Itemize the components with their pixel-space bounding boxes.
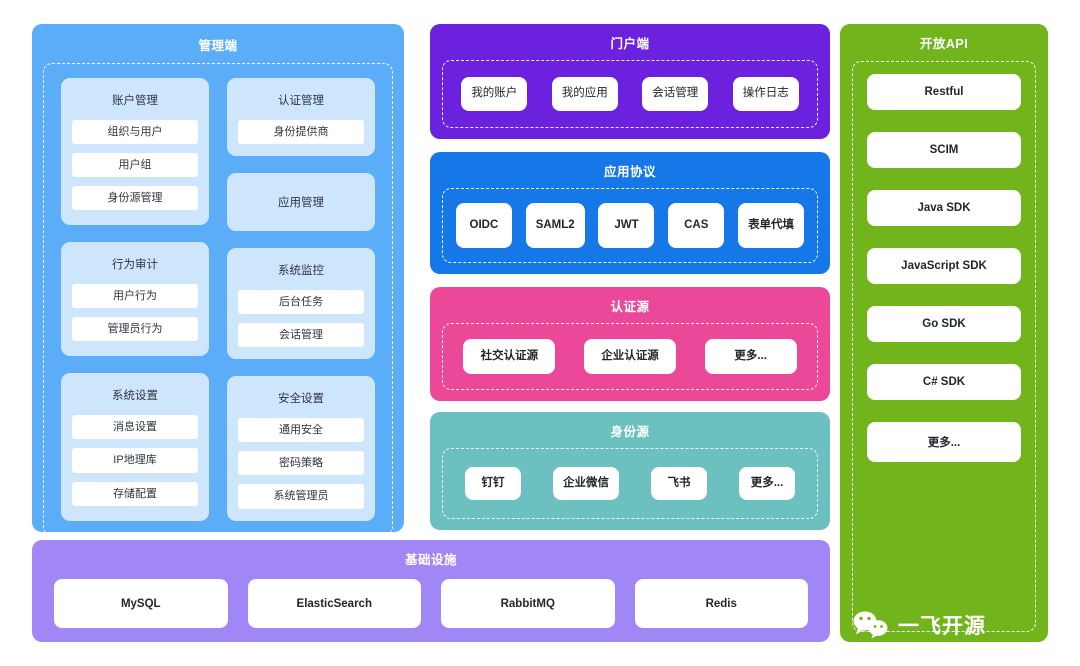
infrastructure-card[interactable]: Redis (634, 579, 808, 628)
leaf-item[interactable]: 身份源管理 (72, 186, 198, 211)
group-title: 账户管理 (112, 95, 158, 107)
identity-source-chip[interactable]: 企业微信 (553, 466, 619, 501)
group-card-app-management[interactable]: 应用管理 (227, 173, 375, 232)
protocol-chip[interactable]: CAS (668, 202, 725, 249)
auth-source-panel: 认证源 社交认证源 企业认证源 更多... (430, 287, 830, 401)
leaf-item[interactable]: 会话管理 (238, 323, 364, 348)
identity-source-chip[interactable]: 更多... (739, 466, 795, 501)
infrastructure-panel-title: 基础设施 (404, 553, 457, 567)
leaf-item[interactable]: 管理员行为 (72, 317, 198, 342)
group-card-system-settings[interactable]: 系统设置 消息设置 IP地理库 存储配置 (61, 373, 209, 521)
leaf-item[interactable]: 用户行为 (72, 284, 198, 309)
protocol-panel-title: 应用协议 (603, 165, 656, 179)
leaf-item[interactable]: 组织与用户 (72, 120, 198, 145)
leaf-item[interactable]: 消息设置 (72, 415, 198, 440)
protocol-chip[interactable]: 表单代填 (738, 202, 805, 249)
group-card-system-monitor[interactable]: 系统监控 后台任务 会话管理 (227, 248, 375, 360)
infrastructure-row: MySQL ElasticSearch RabbitMQ Redis (54, 579, 808, 628)
api-card[interactable]: 更多... (867, 422, 1021, 462)
identity-source-chip[interactable]: 飞书 (651, 466, 707, 501)
protocol-chip[interactable]: OIDC (455, 202, 512, 249)
identity-source-panel-title: 身份源 (610, 425, 650, 439)
group-card-audit[interactable]: 行为审计 用户行为 管理员行为 (61, 242, 209, 357)
auth-source-chip[interactable]: 社交认证源 (463, 338, 556, 375)
api-card[interactable]: SCIM (867, 132, 1021, 168)
api-card[interactable]: JavaScript SDK (867, 248, 1021, 284)
leaf-item[interactable]: 通用安全 (238, 418, 364, 443)
admin-panel-inner: 账户管理 组织与用户 用户组 身份源管理 行为审计 用户行为 管理员行为 系统设… (43, 63, 393, 536)
portal-panel-title: 门户端 (610, 37, 650, 51)
auth-source-chip[interactable]: 企业认证源 (583, 338, 676, 375)
portal-chip[interactable]: 操作日志 (732, 77, 799, 111)
open-api-panel-inner: Restful SCIM Java SDK JavaScript SDK Go … (852, 61, 1036, 632)
identity-source-panel-inner: 钉钉 企业微信 飞书 更多... (442, 448, 818, 519)
group-title: 行为审计 (112, 259, 158, 272)
leaf-item[interactable]: 后台任务 (238, 290, 364, 315)
open-api-panel: 开放API Restful SCIM Java SDK JavaScript S… (840, 24, 1048, 642)
leaf-item[interactable]: 存储配置 (72, 481, 198, 506)
protocol-panel-inner: OIDC SAML2 JWT CAS 表单代填 (442, 188, 818, 263)
api-card[interactable]: C# SDK (867, 364, 1021, 400)
admin-panel-title: 管理端 (198, 39, 238, 53)
auth-source-panel-inner: 社交认证源 企业认证源 更多... (442, 323, 818, 390)
admin-right-column: 认证管理 身份提供商 应用管理 系统监控 后台任务 会话管理 安全设置 通用安全… (227, 78, 375, 521)
leaf-item[interactable]: 密码策略 (238, 451, 364, 476)
leaf-item[interactable]: 系统管理员 (238, 484, 364, 509)
admin-panel: 管理端 账户管理 组织与用户 用户组 身份源管理 行为审计 用户行为 管理员行为 (32, 24, 404, 536)
portal-panel-inner: 我的账户 我的应用 会话管理 操作日志 (442, 60, 818, 128)
group-title: 认证管理 (278, 95, 324, 107)
group-card-auth-management[interactable]: 认证管理 身份提供商 (227, 78, 375, 157)
protocol-chip[interactable]: SAML2 (525, 202, 585, 249)
leaf-item[interactable]: 用户组 (72, 153, 198, 178)
admin-left-column: 账户管理 组织与用户 用户组 身份源管理 行为审计 用户行为 管理员行为 系统设… (61, 78, 209, 521)
open-api-panel-title: 开放API (919, 37, 969, 51)
group-card-security-settings[interactable]: 安全设置 通用安全 密码策略 系统管理员 (227, 376, 375, 521)
portal-chip[interactable]: 会话管理 (642, 77, 709, 111)
group-title: 系统设置 (112, 390, 158, 403)
group-title: 安全设置 (278, 393, 324, 406)
infrastructure-card[interactable]: MySQL (54, 579, 228, 628)
auth-source-chip[interactable]: 更多... (704, 338, 797, 375)
api-card[interactable]: Java SDK (867, 190, 1021, 226)
api-card[interactable]: Go SDK (867, 306, 1021, 342)
portal-chip[interactable]: 我的账户 (461, 77, 528, 111)
portal-panel: 门户端 我的账户 我的应用 会话管理 操作日志 (430, 24, 830, 139)
identity-source-panel: 身份源 钉钉 企业微信 飞书 更多... (430, 412, 830, 530)
infrastructure-card[interactable]: RabbitMQ (441, 579, 615, 628)
protocol-chip[interactable]: JWT (598, 202, 655, 249)
portal-chip[interactable]: 我的应用 (551, 77, 618, 111)
group-card-account[interactable]: 账户管理 组织与用户 用户组 身份源管理 (61, 78, 209, 226)
leaf-item[interactable]: 身份提供商 (238, 120, 364, 145)
protocol-panel: 应用协议 OIDC SAML2 JWT CAS 表单代填 (430, 152, 830, 274)
identity-source-chip[interactable]: 钉钉 (465, 466, 521, 501)
api-card[interactable]: Restful (867, 74, 1021, 110)
infrastructure-panel: 基础设施 MySQL ElasticSearch RabbitMQ Redis (32, 540, 830, 642)
group-title: 系统监控 (278, 265, 324, 278)
infrastructure-card[interactable]: ElasticSearch (247, 579, 421, 628)
leaf-item[interactable]: IP地理库 (72, 448, 198, 473)
auth-source-panel-title: 认证源 (610, 300, 650, 314)
